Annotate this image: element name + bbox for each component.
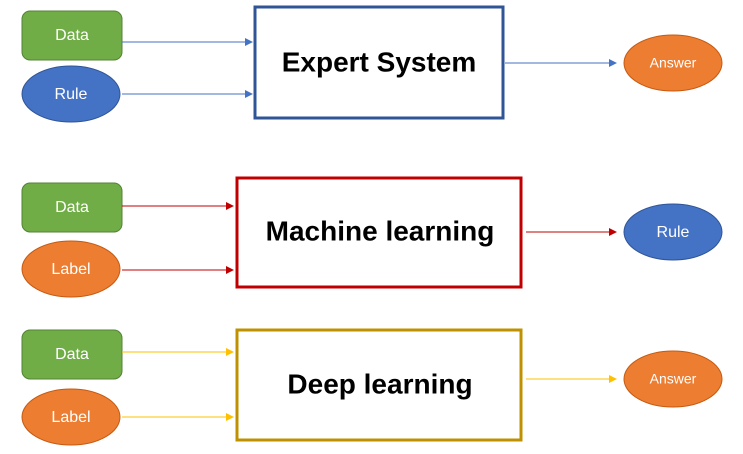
input-data-box (21, 10, 123, 61)
input-data-label: Data (55, 27, 89, 44)
input-label-label: Label (51, 409, 90, 426)
input-data-box (21, 329, 123, 380)
process-deep-learning-box (235, 328, 523, 442)
input-label-ellipse (21, 240, 121, 298)
output-answer-label: Answer (650, 371, 697, 387)
process-machine-learning-box (235, 176, 523, 289)
input-rule-label: Rule (55, 86, 88, 103)
process-expert-system-label: Expert System (282, 46, 477, 77)
row-expert-system: Data Rule Expert System Answer (21, 5, 723, 123)
input-rule-ellipse (21, 65, 121, 123)
input-label-ellipse (21, 388, 121, 446)
input-data-label: Data (55, 346, 89, 363)
row-machine-learning: Data Label Machine learning Rule (21, 176, 723, 298)
input-data-box (21, 182, 123, 233)
output-answer-label: Answer (650, 55, 697, 71)
row-deep-learning: Data Label Deep learning Answer (21, 328, 723, 446)
output-rule-label: Rule (657, 224, 690, 241)
output-rule-ellipse (623, 203, 723, 261)
input-label-label: Label (51, 261, 90, 278)
process-deep-learning-label: Deep learning (287, 368, 472, 399)
process-expert-system-box (253, 5, 505, 120)
process-machine-learning-label: Machine learning (266, 215, 495, 246)
output-answer-ellipse (623, 34, 723, 92)
input-data-label: Data (55, 199, 89, 216)
output-answer-ellipse (623, 350, 723, 408)
